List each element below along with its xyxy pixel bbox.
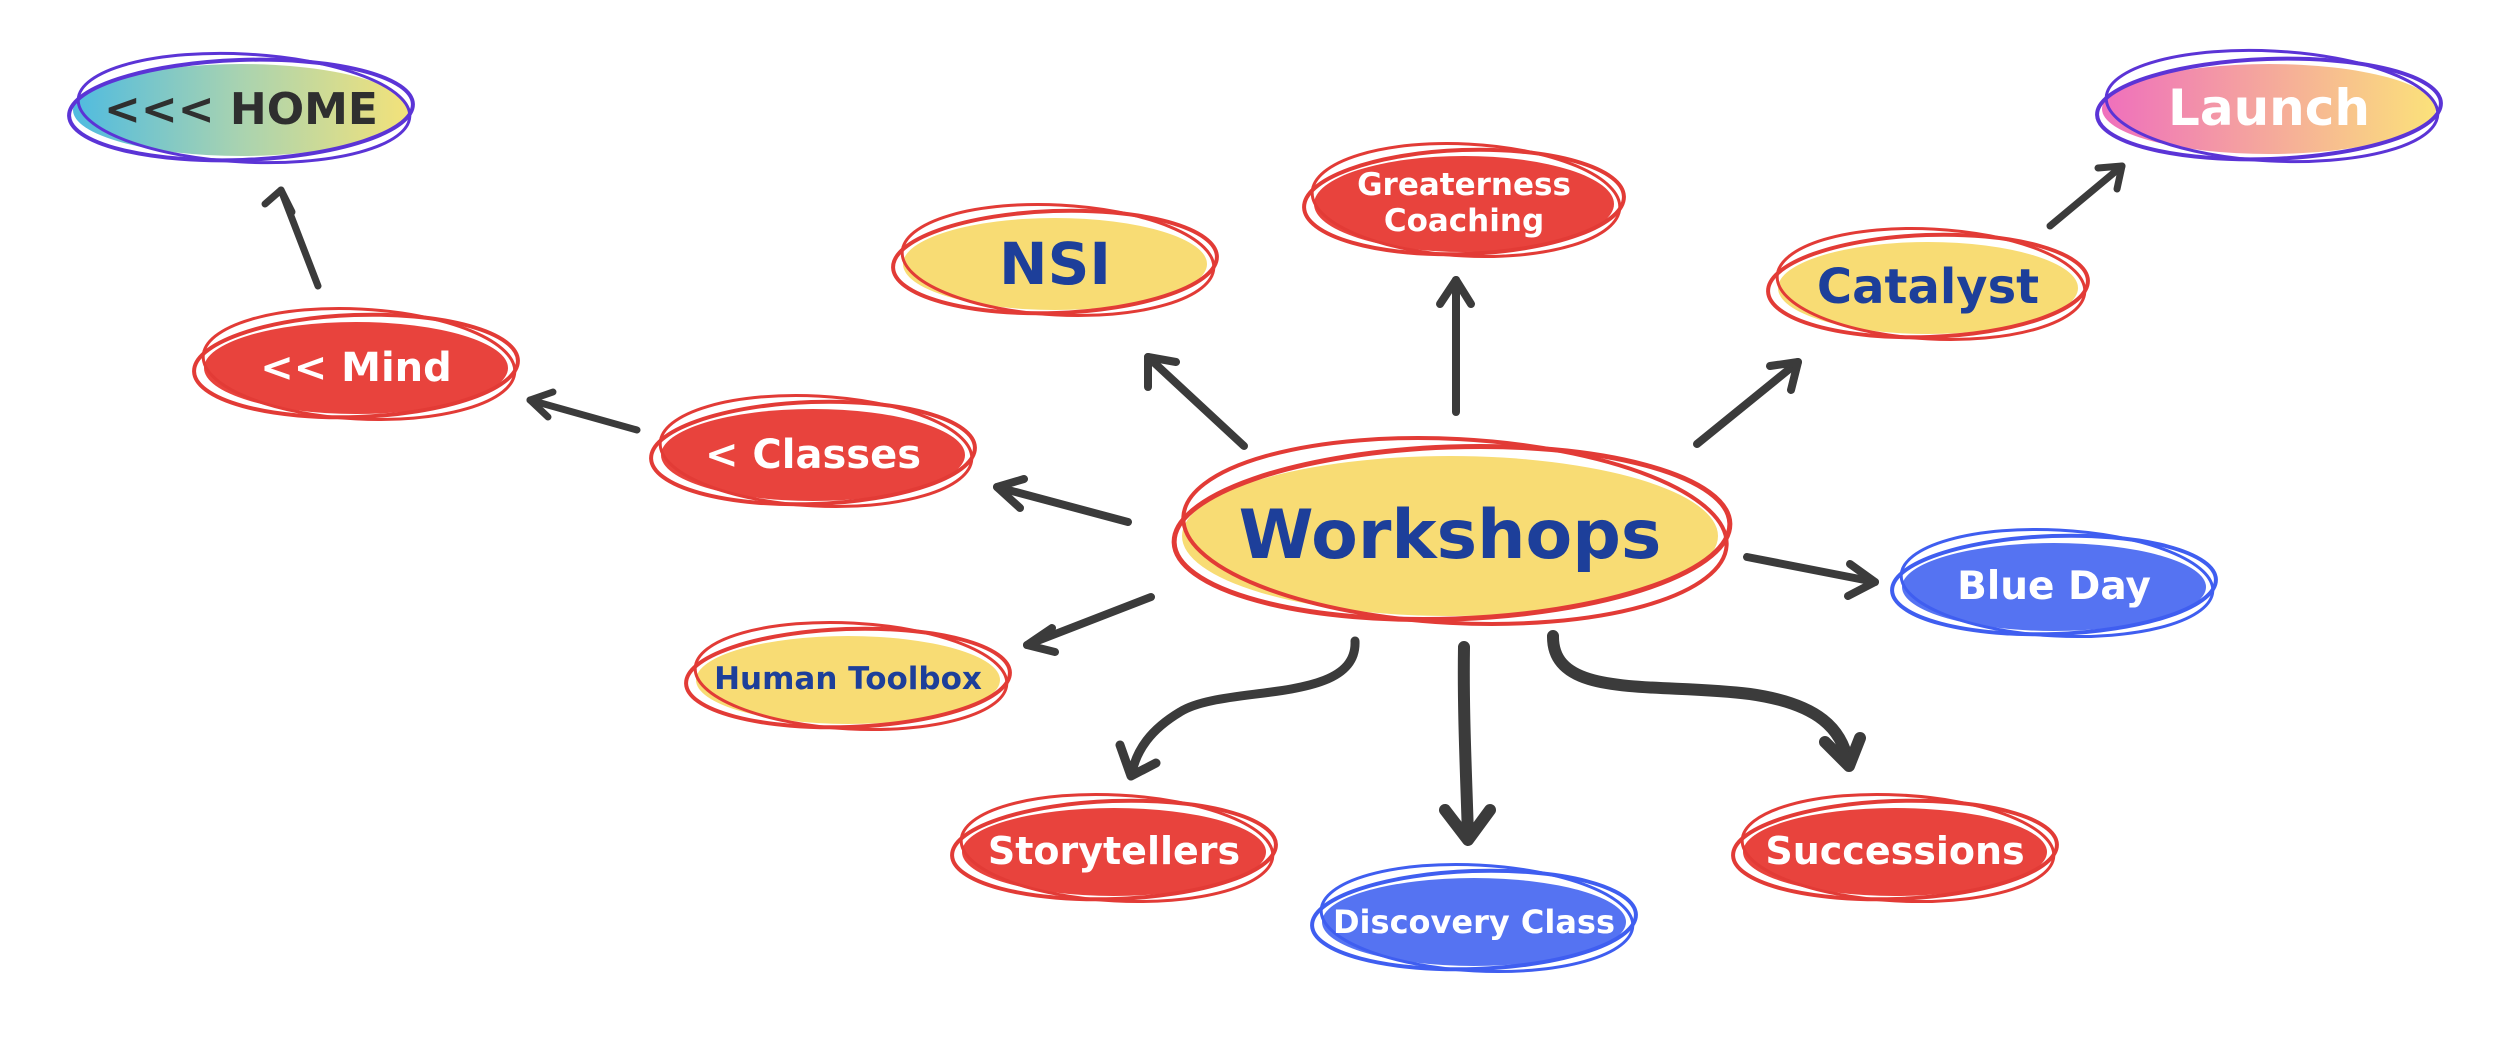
classes-ellipse <box>649 393 977 509</box>
arrow-workshops-to-classes-head <box>993 475 1028 512</box>
successions-label: Successions <box>1765 829 2025 874</box>
launch-link[interactable]: Launch <box>2102 62 2436 156</box>
connector-arrows <box>261 162 2126 846</box>
arrow-workshops-to-blue-day-head <box>1844 560 1879 600</box>
arrow-classes-to-mind <box>526 396 641 434</box>
arrow-workshops-to-nsi <box>1144 353 1248 450</box>
home-label: <<< HOME <box>104 83 378 135</box>
arrow-workshops-to-catalyst <box>1693 358 1802 448</box>
arrow-workshops-to-successions-head <box>1819 732 1866 772</box>
human-toolbox-label: Human Toolbox <box>714 661 982 698</box>
greatness-ellipse <box>1302 141 1626 259</box>
arrow-workshops-to-discovery-class-head <box>1439 804 1496 846</box>
storytellers-label: Storytellers <box>987 829 1241 874</box>
home-link[interactable]: <<< HOME <box>73 62 409 158</box>
arrow-workshops-to-catalyst-head <box>1766 358 1802 394</box>
nsi-label: NSI <box>999 229 1111 298</box>
storytellers-ellipse <box>950 792 1278 904</box>
successions-link[interactable]: Successions <box>1743 808 2047 896</box>
arrow-workshops-to-classes <box>993 483 1132 526</box>
arrow-workshops-to-greatness-head <box>1436 276 1475 308</box>
classes-label: < Classes <box>704 432 922 478</box>
mind-label: << Mind <box>260 345 452 391</box>
arrow-workshops-to-human-toolbox <box>1023 593 1155 649</box>
nsi-ellipse <box>891 202 1219 318</box>
node-ellipses <box>67 48 2443 974</box>
blue-day-label: Blue Day <box>1957 563 2151 609</box>
discovery-class-link[interactable]: Discovery Class <box>1322 878 1626 966</box>
classes-link[interactable]: < Classes <box>661 409 965 501</box>
arrow-workshops-to-discovery-class <box>1457 641 1474 842</box>
catalyst-label: Catalyst <box>1816 259 2040 316</box>
arrow-workshops-to-human-toolbox-head <box>1023 624 1059 656</box>
human-toolbox-ellipse <box>684 620 1012 732</box>
arrow-classes-to-mind-head <box>526 388 557 421</box>
arrow-catalyst-to-launch-head <box>2094 162 2126 193</box>
blue-day-link[interactable]: Blue Day <box>1902 543 2206 631</box>
arrow-workshops-to-successions <box>1546 630 1854 768</box>
nsi-link[interactable]: NSI <box>903 218 1207 310</box>
arrow-mind-to-home-head <box>261 186 296 216</box>
mind-ellipse <box>192 306 520 422</box>
arrow-workshops-to-storytellers <box>1127 636 1360 777</box>
arrow-workshops-to-storytellers-head <box>1115 740 1161 781</box>
human-toolbox-link[interactable]: Human Toolbox <box>696 636 1000 724</box>
workshops-label: Workshops <box>1238 495 1662 575</box>
home-ellipse <box>67 51 415 165</box>
greatness-coaching-link[interactable]: Greaterness Coaching <box>1324 156 1604 252</box>
mind-link[interactable]: << Mind <box>204 322 508 414</box>
launch-label: Launch <box>2167 79 2371 138</box>
workshops-ellipse <box>1171 436 1733 626</box>
workshops-link[interactable]: Workshops <box>1182 456 1718 616</box>
arrow-catalyst-to-launch <box>2046 162 2126 230</box>
successions-ellipse <box>1731 792 2059 904</box>
arrow-workshops-to-blue-day <box>1743 553 1879 586</box>
launch-ellipse <box>2095 48 2443 164</box>
discovery-class-label: Discovery Class <box>1332 902 1615 941</box>
discovery-class-ellipse <box>1310 862 1638 974</box>
storytellers-link[interactable]: Storytellers <box>962 808 1266 896</box>
greatness-coaching-label: Greaterness Coaching <box>1357 167 1571 239</box>
catalyst-link[interactable]: Catalyst <box>1778 242 2078 334</box>
catalyst-ellipse <box>1766 226 2090 342</box>
blue-day-ellipse <box>1890 527 2218 639</box>
arrow-workshops-to-nsi-head <box>1144 353 1180 391</box>
